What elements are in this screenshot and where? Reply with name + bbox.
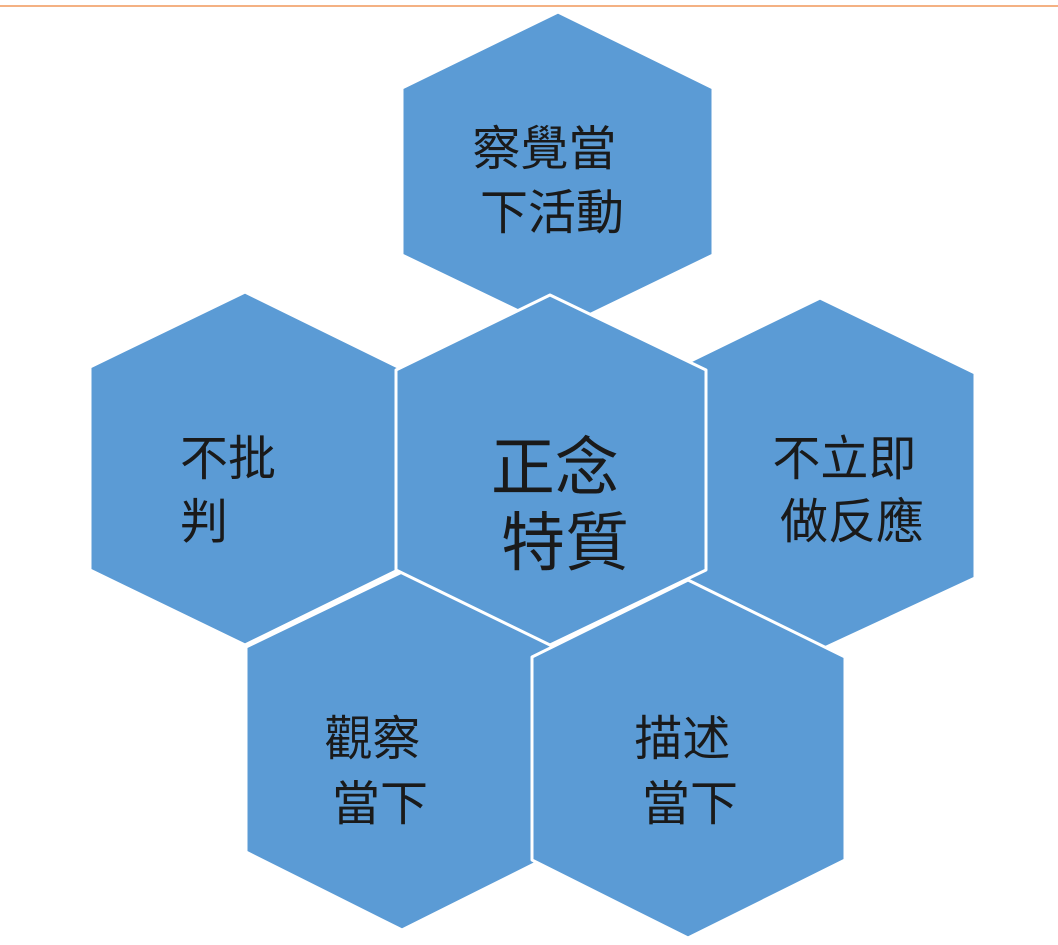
hexagon-bottom-left: 觀察 當下 (244, 570, 560, 932)
hexagon-left-shape (88, 290, 400, 647)
hexagon-left: 不批 判 (88, 290, 400, 647)
hexagon-top: 察覺當 下活動 (400, 10, 715, 332)
hexagon-center-shape (394, 293, 708, 647)
hexagon-bottom-right-line-2: 當下 (642, 776, 738, 832)
hexagon-bottom-left-line-1: 觀察 (324, 711, 420, 767)
hexagon-left-label: 不批 判 (180, 431, 291, 550)
hexagon-bottom-right: 描述 當下 (530, 578, 847, 940)
hexagon-bottom-right-line-1: 描述 (634, 711, 730, 767)
hexagon-center-line-2: 特質 (501, 507, 629, 581)
top-divider-line (0, 5, 1058, 7)
hexagon-bottom-right-label: 描述 當下 (634, 711, 745, 832)
hexagon-center-label: 正念 特質 (491, 432, 639, 581)
hexagon-top-line-2: 下活動 (480, 185, 624, 241)
hexagon-right: 不立即 做反應 (664, 296, 977, 652)
hexagon-left-line-2: 判 (180, 494, 228, 550)
hexagon-right-label: 不立即 做反應 (772, 431, 931, 550)
hexagon-center: 正念 特質 (394, 293, 708, 647)
hexagon-bottom-left-line-2: 當下 (332, 776, 428, 832)
hexagon-top-line-1: 察覺當 (472, 121, 616, 177)
hexagon-bottom-right-shape (530, 578, 847, 940)
hexagon-left-line-1: 不批 (180, 431, 276, 487)
hexagon-right-line-1: 不立即 (772, 431, 916, 487)
hexagon-bottom-left-label: 觀察 當下 (324, 711, 435, 832)
hexagon-right-line-2: 做反應 (780, 494, 924, 550)
hexagon-top-label: 察覺當 下活動 (472, 121, 631, 241)
hexagon-center-line-1: 正念 (491, 432, 619, 506)
